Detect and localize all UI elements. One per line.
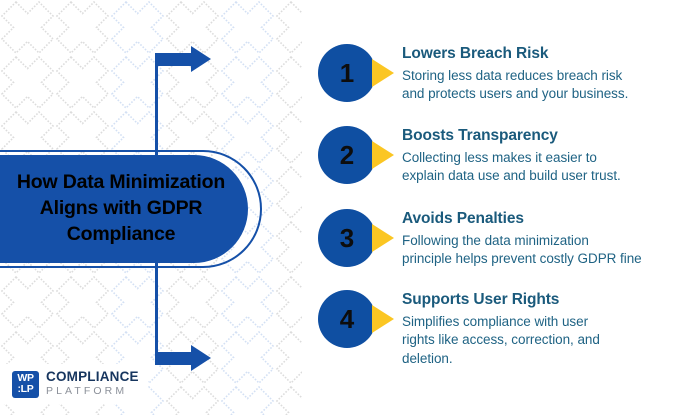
list-item-texts: Boosts Transparency Collecting less make… bbox=[402, 126, 688, 186]
logo-word-platform: PLATFORM bbox=[46, 385, 128, 398]
page-title: How Data Minimization Aligns with GDPR C… bbox=[16, 171, 226, 245]
arrow-head bbox=[191, 345, 211, 371]
list-item: 3 Avoids Penalties Following the data mi… bbox=[310, 209, 690, 269]
number-badge: 2 bbox=[318, 126, 376, 184]
list-item-body: Following the data minimization principl… bbox=[402, 232, 642, 267]
list-item: 1 Lowers Breach Risk Storing less data r… bbox=[310, 44, 690, 104]
badge-arrow-icon bbox=[372, 59, 394, 87]
logo-word-compliance: COMPLIANCE bbox=[46, 369, 139, 385]
arrow-shaft bbox=[155, 352, 193, 365]
title-pill: How Data Minimization Aligns with GDPR C… bbox=[0, 155, 248, 263]
badge-arrow-icon bbox=[372, 224, 394, 252]
logo-mark-icon: WP :LP bbox=[12, 370, 39, 398]
list-item-title: Avoids Penalties bbox=[402, 210, 524, 227]
badge-wrap: 3 bbox=[310, 209, 402, 267]
list-item-body: Storing less data reduces breach risk an… bbox=[402, 67, 629, 102]
list-item-title: Lowers Breach Risk bbox=[402, 45, 549, 62]
arrow-bottom-icon bbox=[155, 345, 213, 371]
benefits-list: 1 Lowers Breach Risk Storing less data r… bbox=[310, 0, 690, 415]
list-item-title: Supports User Rights bbox=[402, 291, 560, 308]
arrow-top-icon bbox=[155, 46, 213, 72]
list-item-title: Boosts Transparency bbox=[402, 127, 558, 144]
title-pill-outline bbox=[0, 150, 262, 268]
logo: WP :LP COMPLIANCE PLATFORM bbox=[0, 364, 148, 404]
badge-wrap: 2 bbox=[310, 126, 402, 184]
number-badge: 1 bbox=[318, 44, 376, 102]
badge-wrap: 1 bbox=[310, 44, 402, 102]
number-badge: 3 bbox=[318, 209, 376, 267]
logo-wordmark: COMPLIANCE PLATFORM bbox=[46, 369, 139, 398]
list-item-body: Collecting less makes it easier to expla… bbox=[402, 149, 621, 184]
badge-arrow-icon bbox=[372, 305, 394, 333]
list-item-texts: Lowers Breach Risk Storing less data red… bbox=[402, 44, 688, 104]
list-item-body: Simplifies compliance with user rights l… bbox=[402, 313, 600, 366]
badge-arrow-icon bbox=[372, 141, 394, 169]
list-item-texts: Avoids Penalties Following the data mini… bbox=[402, 209, 688, 269]
arrow-shaft bbox=[155, 53, 193, 66]
arrow-head bbox=[191, 46, 211, 72]
list-item: 4 Supports User Rights Simplifies compli… bbox=[310, 290, 690, 368]
badge-wrap: 4 bbox=[310, 290, 402, 348]
list-item-texts: Supports User Rights Simplifies complian… bbox=[402, 290, 688, 368]
logo-mark-line-1: WP bbox=[17, 372, 34, 385]
number-badge: 4 bbox=[318, 290, 376, 348]
logo-mark-line-2: :LP bbox=[17, 383, 34, 395]
list-item: 2 Boosts Transparency Collecting less ma… bbox=[310, 126, 690, 186]
